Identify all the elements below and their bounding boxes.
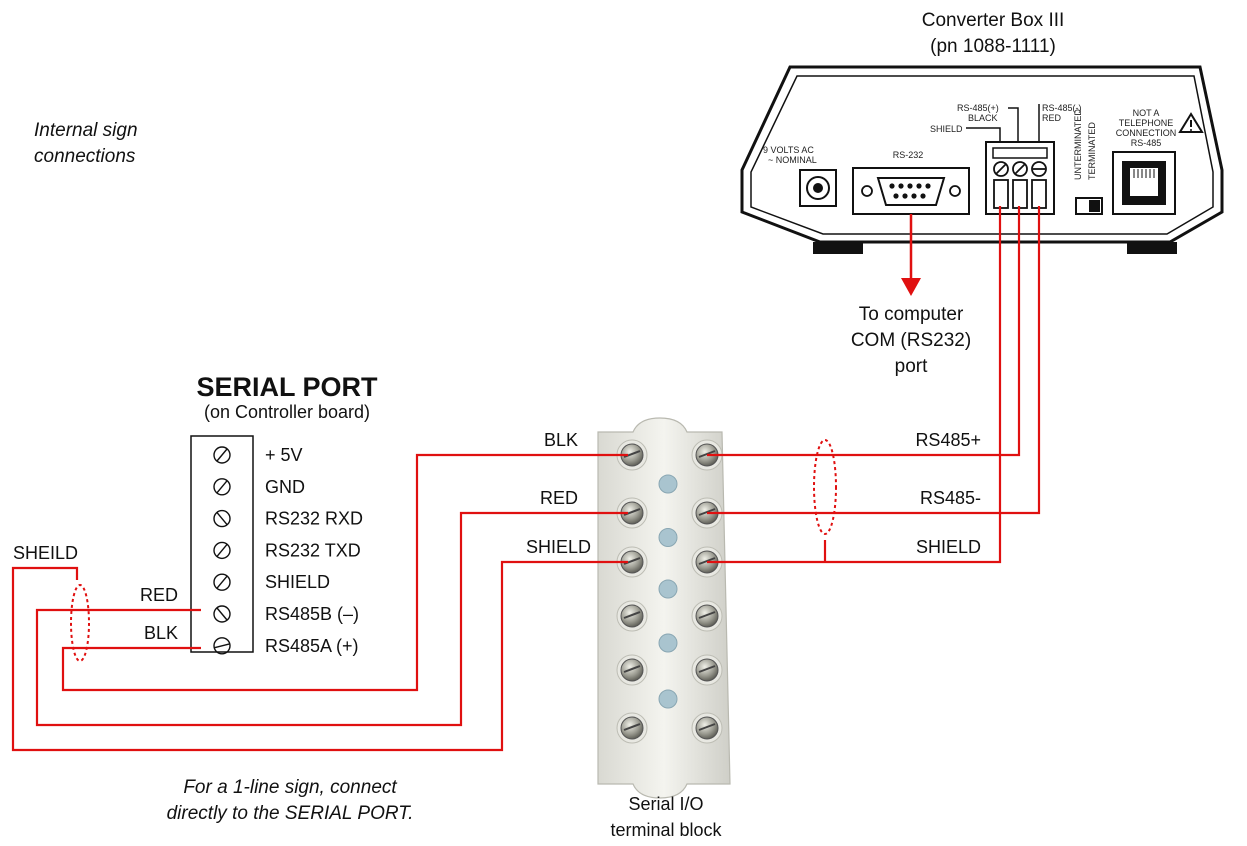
pin-screw-icon xyxy=(213,637,231,655)
terminal-mount-hole xyxy=(658,528,678,547)
computer-note-line-3: port xyxy=(895,356,928,377)
terminal-mount-hole xyxy=(658,579,678,599)
rs485-minus-label: RS-485(-) xyxy=(1042,103,1082,113)
left-wire-blk-label: BLK xyxy=(144,623,178,643)
converter-part-number: (pn 1088-1111) xyxy=(930,36,1056,57)
pin-screw-icon xyxy=(213,573,231,591)
pin-screw-icon xyxy=(213,446,231,464)
cable-bundle-left xyxy=(70,584,90,662)
serial-port-subtitle: (on Controller board) xyxy=(204,402,370,422)
pin-label: RS232 RXD xyxy=(265,509,363,529)
internal-note-line-2: connections xyxy=(34,146,136,167)
rs232-label: RS-232 xyxy=(893,150,924,160)
terminal-block-label-1: Serial I/O xyxy=(628,794,703,814)
wire-shield-right xyxy=(707,206,1002,564)
converter-box: 9 VOLTS AC ~ NOMINAL RS-232 RS-485(+) BL… xyxy=(740,65,1224,254)
pin-screw-slot xyxy=(216,480,228,494)
left-wire-red-label: RED xyxy=(140,585,178,605)
pin-screw-icon xyxy=(213,509,231,528)
terminal-block xyxy=(597,417,731,799)
terminated-label: TERMINATED xyxy=(1087,122,1097,180)
red-label: RED xyxy=(1042,113,1062,123)
cable-bundle-right xyxy=(813,439,837,535)
terminal-screw-slot xyxy=(623,723,641,731)
power-nominal-label: ~ NOMINAL xyxy=(768,155,817,165)
pin-screw-slot xyxy=(216,607,228,621)
shield-label: SHIELD xyxy=(930,124,963,134)
terminal-block-label-2: terminal block xyxy=(610,820,722,840)
warning-icon xyxy=(1178,112,1204,133)
serial-port-title: SERIAL PORT xyxy=(196,372,378,402)
terminal-screw-slot xyxy=(698,611,716,619)
wire-rs485-minus xyxy=(707,206,1041,515)
computer-note-line-2: COM (RS232) xyxy=(851,330,971,351)
converter-title: Converter Box III xyxy=(922,10,1065,31)
terminal-mount-hole xyxy=(658,689,678,709)
unterminated-label: UNTERMINATED xyxy=(1073,109,1083,180)
block-wire-shield-label: SHIELD xyxy=(526,537,591,557)
one-line-note-line-1: For a 1-line sign, connect xyxy=(183,777,397,798)
pin-screw-slot xyxy=(213,643,231,649)
rs485-jack-label: RS-485 xyxy=(1131,138,1162,148)
pin-screw-icon xyxy=(213,478,231,496)
internal-note-line-1: Internal sign xyxy=(34,120,138,141)
terminal-mount-hole xyxy=(658,633,678,653)
block-wire-blk-label: BLK xyxy=(544,430,578,450)
pin-screw-slot xyxy=(216,512,228,526)
terminal-screw-slot xyxy=(623,611,641,619)
left-wire-sheild-label: SHEILD xyxy=(13,543,78,563)
pin-label: RS485A (+) xyxy=(265,636,359,656)
black-label: BLACK xyxy=(968,113,998,123)
right-wire-shield-label: SHIELD xyxy=(916,537,981,557)
not-a-label: NOT A xyxy=(1133,108,1160,118)
pin-label: + 5V xyxy=(265,445,303,465)
block-wire-red-label: RED xyxy=(540,488,578,508)
pin-screw-slot xyxy=(216,448,228,462)
power-label: 9 VOLTS AC xyxy=(763,145,814,155)
pin-label: RS485B (–) xyxy=(265,604,359,624)
serial-port-box xyxy=(190,435,254,653)
pin-label: RS232 TXD xyxy=(265,540,361,560)
pin-screw-slot xyxy=(216,575,228,589)
terminal-mount-hole xyxy=(658,474,678,494)
connection-label: CONNECTION xyxy=(1116,128,1177,138)
pin-label: GND xyxy=(265,477,305,497)
right-wire-rs485-plus-label: RS485+ xyxy=(915,430,981,450)
wire-red xyxy=(35,511,628,727)
serial-port-pins: + 5V GND RS232 RXD RS232 TXD SHIELD RS485B (–… xyxy=(213,445,363,656)
pin-screw-icon xyxy=(213,541,231,560)
computer-note-line-1: To computer xyxy=(859,304,964,325)
computer-arrow-head xyxy=(901,278,921,296)
pin-screw-slot xyxy=(216,543,228,557)
terminal-screw-slot xyxy=(623,665,641,673)
telephone-label: TELEPHONE xyxy=(1119,118,1174,128)
rs485-plus-label: RS-485(+) xyxy=(957,103,999,113)
pin-label: SHIELD xyxy=(265,572,330,592)
wire-rs485-plus xyxy=(707,206,1021,457)
terminal-screw-slot xyxy=(698,665,716,673)
right-wire-rs485-minus-label: RS485- xyxy=(920,488,981,508)
one-line-note-line-2: directly to the SERIAL PORT. xyxy=(167,803,414,824)
wire-shield-left xyxy=(11,560,628,752)
terminal-screw-slot xyxy=(698,723,716,731)
pin-screw-icon xyxy=(213,605,231,623)
